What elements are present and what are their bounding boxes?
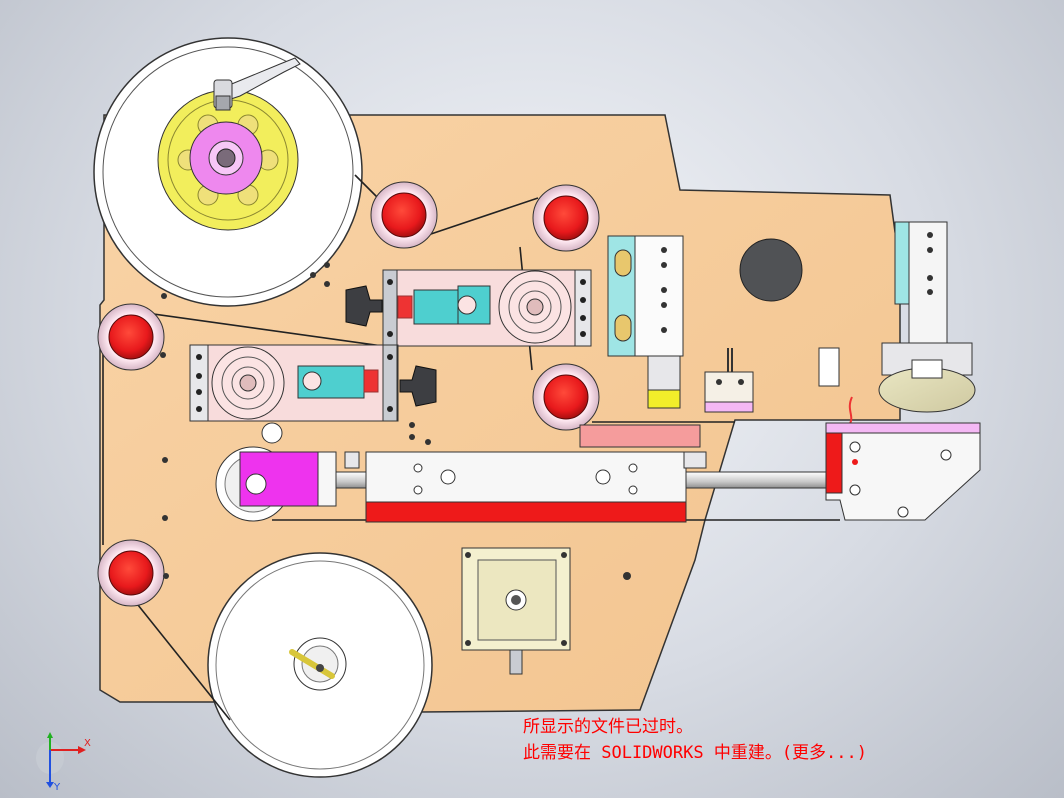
stepper-motor[interactable] xyxy=(461,547,571,675)
label-sensor[interactable] xyxy=(818,221,976,429)
clamp-lever[interactable] xyxy=(213,57,301,111)
outdated-notice-line1: 所显示的文件已过时。 xyxy=(523,717,693,737)
mounting-holes xyxy=(160,262,631,580)
y-axis-label: Y xyxy=(53,782,61,790)
supply-spool[interactable] xyxy=(93,37,363,307)
plate-hole xyxy=(739,238,803,302)
guide-roller-3[interactable] xyxy=(97,303,165,371)
pneumatic-cylinder[interactable] xyxy=(607,235,684,409)
guide-roller-2[interactable] xyxy=(532,184,600,252)
x-axis-label: X xyxy=(84,738,91,749)
tension-assembly-upper[interactable] xyxy=(345,269,592,347)
tension-assembly-lower[interactable] xyxy=(189,344,437,422)
sensor-bracket[interactable] xyxy=(704,348,754,413)
peel-roller[interactable] xyxy=(215,422,337,522)
end-block[interactable] xyxy=(825,422,981,521)
axis-triad: X Y xyxy=(36,732,91,790)
takeup-spool[interactable] xyxy=(207,552,433,778)
guide-roller-1[interactable] xyxy=(370,181,438,249)
linear-actuator[interactable] xyxy=(334,451,831,523)
pink-strip xyxy=(579,424,701,448)
guide-roller-5[interactable] xyxy=(97,539,165,607)
guide-roller-4[interactable] xyxy=(532,363,600,431)
outdated-notice-line2[interactable]: 此需要在 SOLIDWORKS 中重建。(更多...) xyxy=(523,743,867,763)
